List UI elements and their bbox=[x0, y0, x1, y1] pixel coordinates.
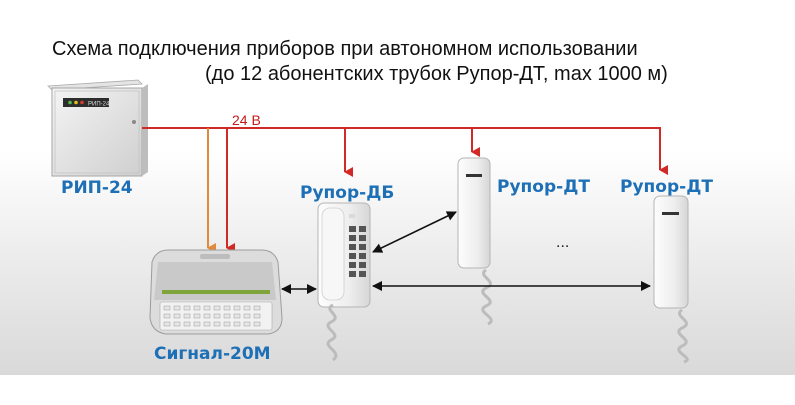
power-wires bbox=[142, 127, 668, 253]
base-station-device bbox=[317, 202, 371, 362]
controller-device bbox=[149, 249, 283, 335]
handset-1-label: Рупор-ДТ bbox=[497, 177, 590, 197]
more-handsets-ellipsis: ... bbox=[556, 234, 570, 251]
power-supply-panel-text: РИП-24 bbox=[88, 102, 110, 108]
handset-1-device bbox=[457, 157, 493, 326]
power-supply-label: РИП-24 bbox=[61, 178, 133, 198]
power-supply-device: РИП-24 bbox=[47, 79, 148, 177]
handset-2-label: Рупор-ДТ bbox=[620, 177, 713, 197]
controller-label: Сигнал-20М bbox=[154, 344, 271, 364]
diagram-subtitle: (до 12 абонентских трубок Рупор-ДТ, max … bbox=[205, 63, 668, 85]
power-line-label: 24 В bbox=[232, 112, 261, 128]
link-arrows bbox=[281, 211, 651, 294]
handset-2-device bbox=[653, 195, 689, 364]
diagram-title: Схема подключения приборов при автономно… bbox=[52, 38, 638, 60]
base-station-label: Рупор-ДБ bbox=[300, 183, 395, 203]
